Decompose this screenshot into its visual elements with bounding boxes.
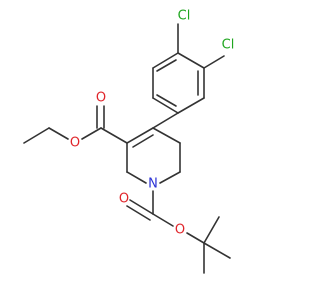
bond bbox=[152, 112, 179, 129]
bond bbox=[126, 205, 151, 221]
dichlorophenyl-ring bbox=[152, 23, 225, 114]
boc-group bbox=[126, 190, 231, 274]
bond bbox=[129, 199, 154, 215]
bond bbox=[203, 242, 231, 259]
nitrogen-atom-label: N bbox=[148, 177, 158, 192]
bond bbox=[186, 232, 205, 244]
ethyl-ester-group bbox=[23, 105, 128, 144]
bond bbox=[152, 127, 181, 144]
bond bbox=[48, 127, 69, 140]
bond bbox=[203, 55, 225, 69]
bond bbox=[81, 127, 102, 140]
tetrahydropyridine-ring bbox=[126, 112, 181, 184]
bond bbox=[177, 97, 205, 114]
bond bbox=[159, 171, 181, 184]
bond bbox=[100, 127, 128, 144]
atom-labels: Cl Cl O O N O O bbox=[70, 9, 234, 238]
bond bbox=[156, 94, 177, 107]
bond bbox=[203, 216, 220, 244]
bond bbox=[126, 127, 154, 144]
bond bbox=[126, 171, 147, 184]
ester-oxygen-atom-label: O bbox=[70, 136, 80, 151]
bond bbox=[152, 97, 179, 114]
ether-oxygen-atom-label: O bbox=[175, 223, 185, 238]
carbonyl-oxygen-atom-label: O bbox=[119, 192, 129, 207]
bond bbox=[23, 127, 50, 144]
molecule-structure-diagram: Cl Cl O O N O O bbox=[23, 9, 234, 274]
chlorine-atom-label: Cl bbox=[222, 38, 235, 53]
bond bbox=[177, 52, 205, 69]
bond bbox=[132, 134, 154, 148]
bond bbox=[156, 59, 177, 72]
bond bbox=[152, 213, 174, 227]
bond bbox=[152, 52, 179, 69]
chlorine-atom-label: Cl bbox=[178, 9, 191, 24]
carbonyl-oxygen-atom-label: O bbox=[96, 91, 106, 106]
